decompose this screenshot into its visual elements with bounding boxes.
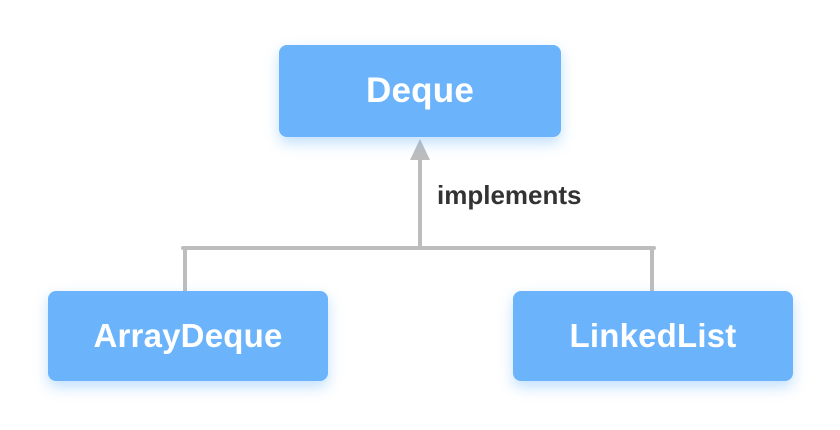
implements-arrowhead-icon bbox=[410, 139, 430, 160]
edge-label-implements: implements bbox=[437, 180, 582, 210]
class-node-deque-label: Deque bbox=[366, 71, 474, 110]
class-node-linkedlist[interactable]: LinkedList bbox=[513, 291, 793, 381]
class-node-arraydeque[interactable]: ArrayDeque bbox=[48, 291, 328, 381]
class-node-linkedlist-label: LinkedList bbox=[569, 317, 737, 354]
class-node-deque[interactable]: Deque bbox=[279, 45, 561, 137]
class-node-arraydeque-label: ArrayDeque bbox=[93, 317, 283, 354]
